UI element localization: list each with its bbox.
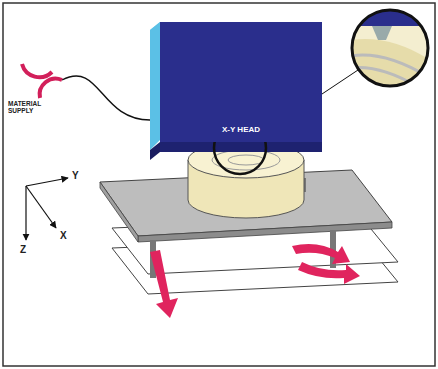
build-part [188,142,304,218]
motion-arrows [150,244,360,318]
axis-label: X [60,230,67,241]
feed-cable [62,76,150,120]
axis-label: Y [72,170,79,181]
frame [3,3,435,366]
extrusion-head: X-Y HEAD [160,22,322,142]
extrusion-head-body [150,22,322,160]
axis-triad [26,178,68,240]
magnified-detail [350,8,430,88]
magnifier-ring [352,10,428,86]
axis-label: Z [20,244,26,255]
material-label: MATERIAL SUPPLY [8,100,68,114]
head-label: X-Y HEAD [222,125,260,134]
material-spool [22,64,62,98]
